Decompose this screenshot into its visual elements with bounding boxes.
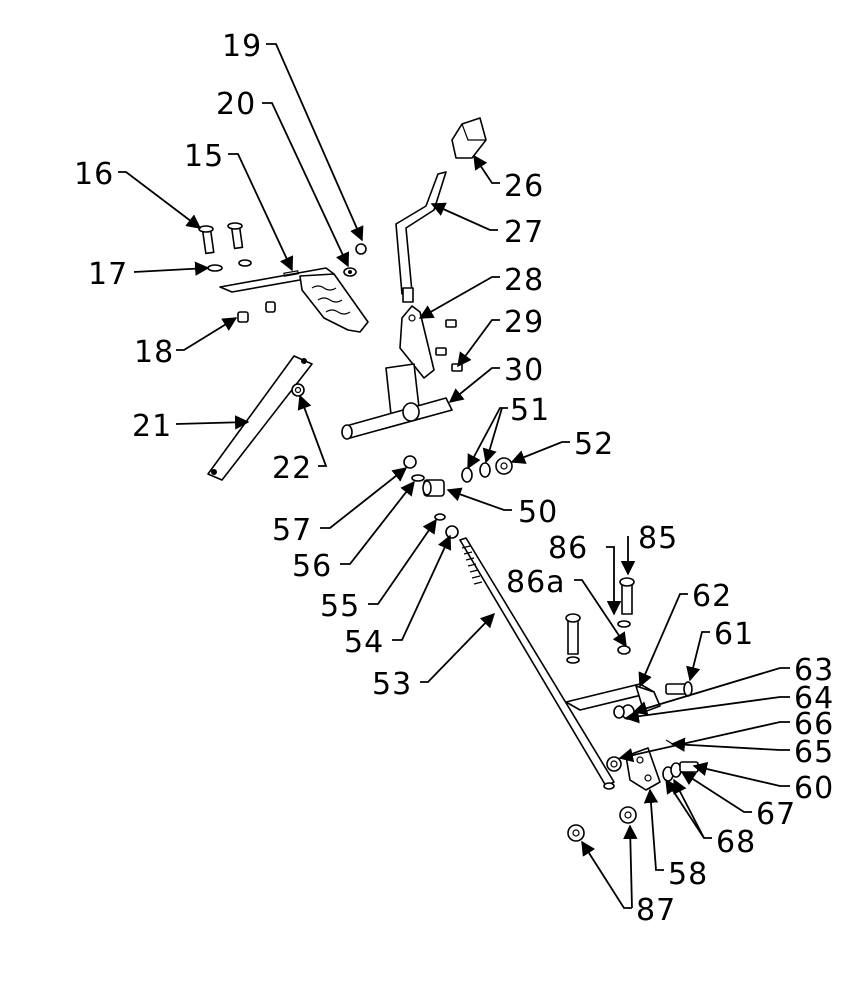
part-58-plate [625,747,661,791]
callout-50: 50 [518,495,558,530]
part-85-86-bolts [565,577,635,664]
callout-15: 15 [184,139,224,174]
part-51-52-washers-nut [461,457,513,483]
part-53-rod [459,537,615,790]
callout-67: 67 [756,797,796,832]
callout-16: 16 [74,157,114,192]
callout-68: 68 [716,825,756,860]
callout-56: 56 [292,549,332,584]
callout-57: 57 [272,513,312,548]
callout-18: 18 [134,335,174,370]
callout-58: 58 [668,857,708,892]
callout-86a: 86a [506,565,566,600]
leader-lines [118,43,790,909]
callout-51: 51 [510,393,550,428]
callout-17: 17 [88,257,128,292]
callout-53: 53 [372,667,412,702]
part-21-brace [207,355,313,481]
part-18-nuts [237,301,276,323]
callout-62: 62 [692,579,732,614]
callout-63: 63 [794,653,834,688]
callout-54: 54 [344,625,384,660]
callout-22: 22 [272,451,312,486]
part-54-57-hardware [403,455,459,539]
part-15-shift-plate [219,267,369,333]
callout-21: 21 [132,409,172,444]
part-50-pivot [422,479,445,497]
part-27-lever [395,171,447,303]
callout-64: 64 [794,681,834,716]
callout-29: 29 [504,305,544,340]
part-17-washers [207,259,252,272]
callout-28: 28 [504,263,544,298]
part-29-bolts [435,319,463,372]
part-22-nut [291,383,305,397]
callout-52: 52 [574,427,614,462]
callout-61: 61 [714,617,754,652]
part-60-68-hardware [662,739,699,782]
part-87-nuts [567,806,637,842]
callout-labels: 19 20 16 15 17 18 21 22 26 27 28 29 30 5… [74,29,834,928]
callout-86: 86 [548,531,588,566]
callout-26: 26 [504,169,544,204]
callout-60: 60 [794,771,834,806]
callout-20: 20 [216,87,256,122]
callout-87: 87 [636,893,676,928]
callout-66: 66 [794,707,834,742]
part-30-shaft-plate [341,363,453,440]
part-28-bracket [399,305,435,379]
callout-19: 19 [222,29,262,64]
callout-65: 65 [794,735,834,770]
callout-27: 27 [504,215,544,250]
part-26-knob [451,117,487,159]
callout-85: 85 [638,521,678,556]
callout-55: 55 [320,589,360,624]
part-16-bolts [198,222,244,255]
part-61-bolt [665,681,693,697]
part-19-20-screw-washer [343,243,367,277]
callout-30: 30 [504,353,544,388]
